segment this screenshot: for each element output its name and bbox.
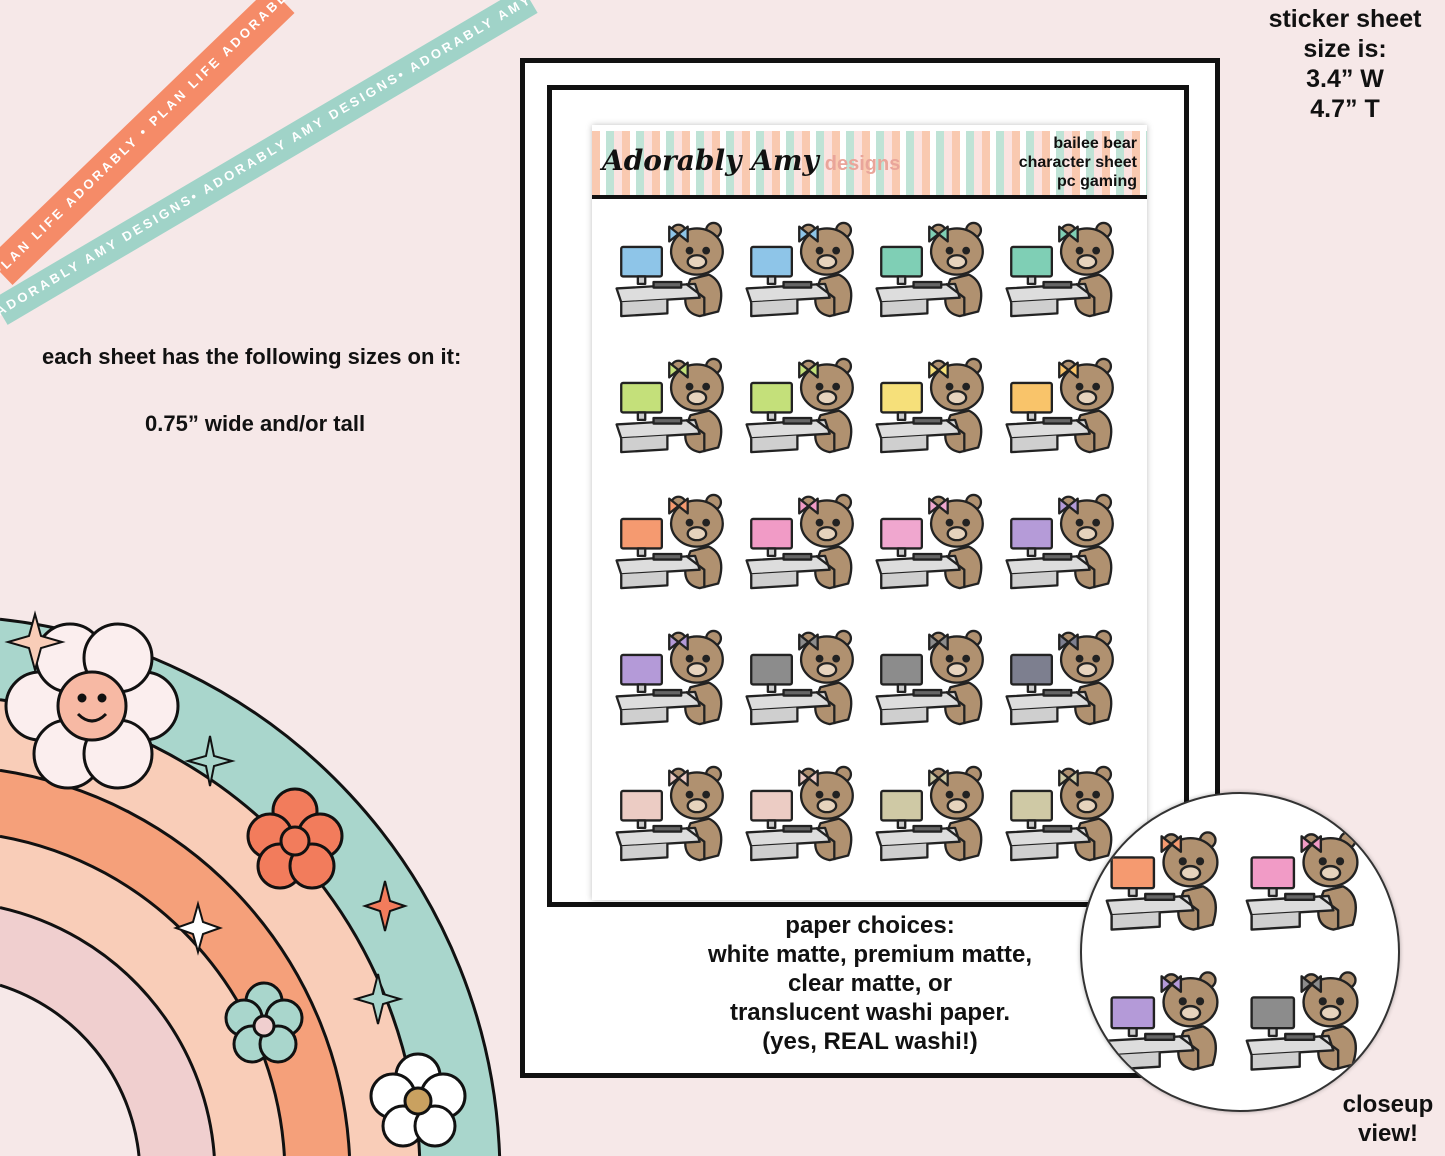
sticker	[612, 210, 742, 346]
sizes-intro: each sheet has the following sizes on it…	[42, 344, 462, 369]
rainbow-band-outline	[0, 768, 351, 1156]
orange-ribbon	[0, 0, 295, 285]
sticker-grid	[612, 210, 1132, 890]
bear-pc-sticker	[1245, 971, 1359, 1071]
bear-pc-sticker	[1245, 831, 1359, 931]
bear-pc-sticker	[1005, 357, 1114, 454]
sheet-size-line: size is:	[1303, 35, 1387, 63]
bear-pc-sticker	[615, 357, 724, 454]
svg-text:ADORABLY AMY DESIGNS• ADORABLY: ADORABLY AMY DESIGNS• ADORABLY AMY DESIG…	[0, 0, 540, 319]
sticker	[1002, 754, 1132, 890]
bear-pc-sticker	[1005, 765, 1114, 862]
bear-pc-sticker	[875, 221, 984, 318]
orange-flower-icon	[246, 787, 344, 890]
title-line: pc gaming	[1056, 173, 1137, 190]
bear-pc-sticker	[615, 765, 724, 862]
closeup-sticker	[1242, 819, 1382, 959]
sticker	[612, 754, 742, 890]
closeup-line: closeup	[1342, 1091, 1434, 1118]
teal-flower-icon	[224, 981, 304, 1064]
sparkle-icons	[4, 610, 409, 1025]
title-line: character sheet	[1018, 154, 1137, 171]
sheet-size-line: 3.4” W	[1306, 65, 1384, 93]
sticker	[612, 618, 742, 754]
closeup-sticker	[1242, 959, 1382, 1099]
title-line: bailee bear	[1053, 135, 1137, 152]
closeup-grid	[1102, 819, 1382, 1099]
teal-ribbon-text: ADORABLY AMY DESIGNS• ADORABLY AMY DESIG…	[0, 0, 537, 319]
bear-pc-sticker	[1105, 831, 1219, 931]
sticker	[872, 754, 1002, 890]
white-flower-icon	[369, 1052, 467, 1148]
sheet-title: bailee bear character sheet pc gaming	[1019, 134, 1137, 191]
sticker	[1002, 210, 1132, 346]
paper-line: translucent washi paper.	[729, 999, 1011, 1026]
sticker	[872, 346, 1002, 482]
bear-pc-sticker	[1005, 221, 1114, 318]
sheet-size-line: sticker sheet	[1268, 5, 1422, 33]
sticker	[742, 482, 872, 618]
closeup-sticker	[1102, 819, 1242, 959]
bear-pc-sticker	[875, 765, 984, 862]
logo-text: Adorably Amy	[602, 144, 819, 177]
closeup-line: view!	[1357, 1120, 1419, 1147]
sheet-size-info: sticker sheet size is: 3.4” W 4.7” T	[1255, 4, 1435, 124]
bear-pc-sticker	[875, 357, 984, 454]
sticker	[612, 346, 742, 482]
sticker	[742, 210, 872, 346]
sizes-value: 0.75” wide and/or tall	[145, 411, 366, 436]
sticker	[742, 754, 872, 890]
sticker	[742, 346, 872, 482]
bear-pc-sticker	[615, 221, 724, 318]
bear-pc-sticker	[615, 629, 724, 726]
rainbow-band-outline	[0, 906, 216, 1156]
bear-pc-sticker	[1005, 493, 1114, 590]
rainbow-illustration	[0, 610, 502, 1156]
sheet-size-line: 4.7” T	[1310, 95, 1380, 123]
bear-pc-sticker	[745, 629, 854, 726]
bear-pc-sticker	[875, 629, 984, 726]
sticker	[872, 618, 1002, 754]
rainbow-band	[0, 985, 139, 1156]
paper-choices: paper choices: white matte, premium matt…	[525, 911, 1215, 1056]
bear-pc-sticker	[875, 493, 984, 590]
bear-pc-sticker	[745, 221, 854, 318]
sticker	[742, 618, 872, 754]
sticker	[1002, 618, 1132, 754]
sticker	[612, 482, 742, 618]
closeup-sticker	[1102, 959, 1242, 1099]
smiley-flower-icon	[4, 622, 180, 790]
paper-line: white matte, premium matte,	[707, 941, 1033, 968]
bear-pc-sticker	[1105, 971, 1219, 1071]
paper-line: clear matte, or	[787, 970, 953, 997]
paper-line: paper choices:	[785, 912, 955, 939]
bear-pc-sticker	[615, 493, 724, 590]
sticker	[1002, 482, 1132, 618]
closeup-view	[1080, 792, 1400, 1112]
sticker	[1002, 346, 1132, 482]
sticker	[872, 482, 1002, 618]
bear-pc-sticker	[745, 493, 854, 590]
paper-line: (yes, REAL washi!)	[762, 1028, 978, 1055]
bear-pc-sticker	[1005, 629, 1114, 726]
teal-ribbon	[0, 0, 538, 325]
logo-sub: designs	[824, 153, 901, 175]
bear-pc-sticker	[745, 765, 854, 862]
closeup-label: closeup view!	[1338, 1090, 1438, 1148]
decorative-ribbons: PLAN LIFE ADORABLY • PLAN LIFE ADORABLY …	[0, 0, 540, 325]
sticker	[872, 210, 1002, 346]
rainbow-band-outline	[0, 983, 141, 1156]
bear-pc-sticker	[745, 357, 854, 454]
